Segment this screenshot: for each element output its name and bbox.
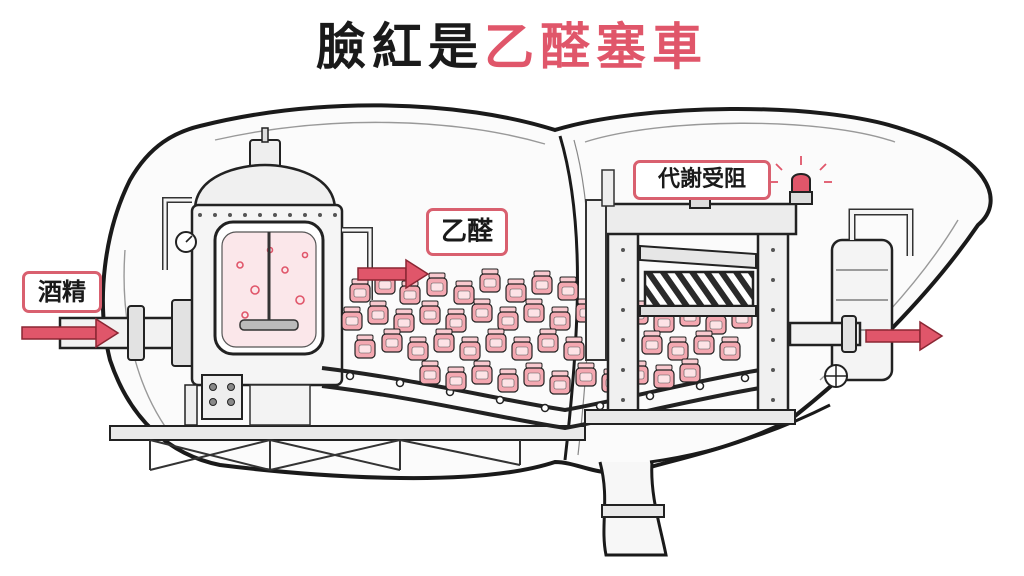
page-title: 臉紅是乙醛塞車 (0, 8, 1024, 86)
valve-wheel-icon (824, 364, 848, 388)
flow-arrow-icon (357, 258, 430, 290)
flow-arrow-icon (21, 317, 120, 349)
pressure-gauge-icon (175, 231, 197, 253)
acetaldehyde-label: 乙醛 (426, 208, 508, 256)
title-dark-part: 臉紅是 (316, 18, 484, 76)
title-red-part: 乙醛塞車 (484, 18, 708, 76)
alcohol-label: 酒精 (22, 271, 102, 313)
warning-beacon-icon (770, 156, 832, 205)
flow-arrow-icon (865, 320, 944, 352)
metabolism-blocked-label: 代謝受阻 (633, 160, 771, 200)
